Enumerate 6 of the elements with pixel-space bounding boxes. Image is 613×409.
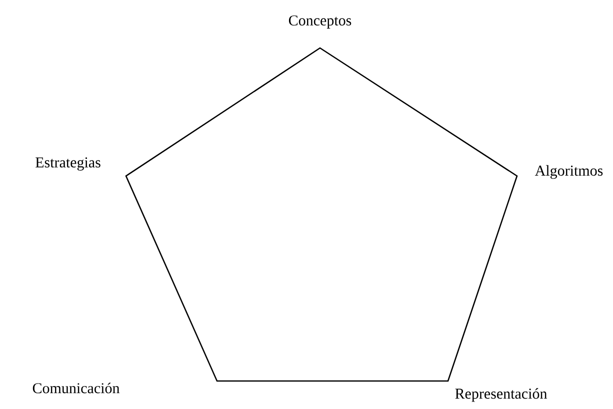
vertex-label: Comunicación xyxy=(32,382,120,394)
vertex-label: Conceptos xyxy=(288,15,352,29)
vertex-label: Estrategias xyxy=(36,157,100,171)
vertex-label: Algoritmos xyxy=(534,165,603,179)
pentagon-shape xyxy=(125,47,518,382)
vertex-label: Representación xyxy=(455,388,548,402)
